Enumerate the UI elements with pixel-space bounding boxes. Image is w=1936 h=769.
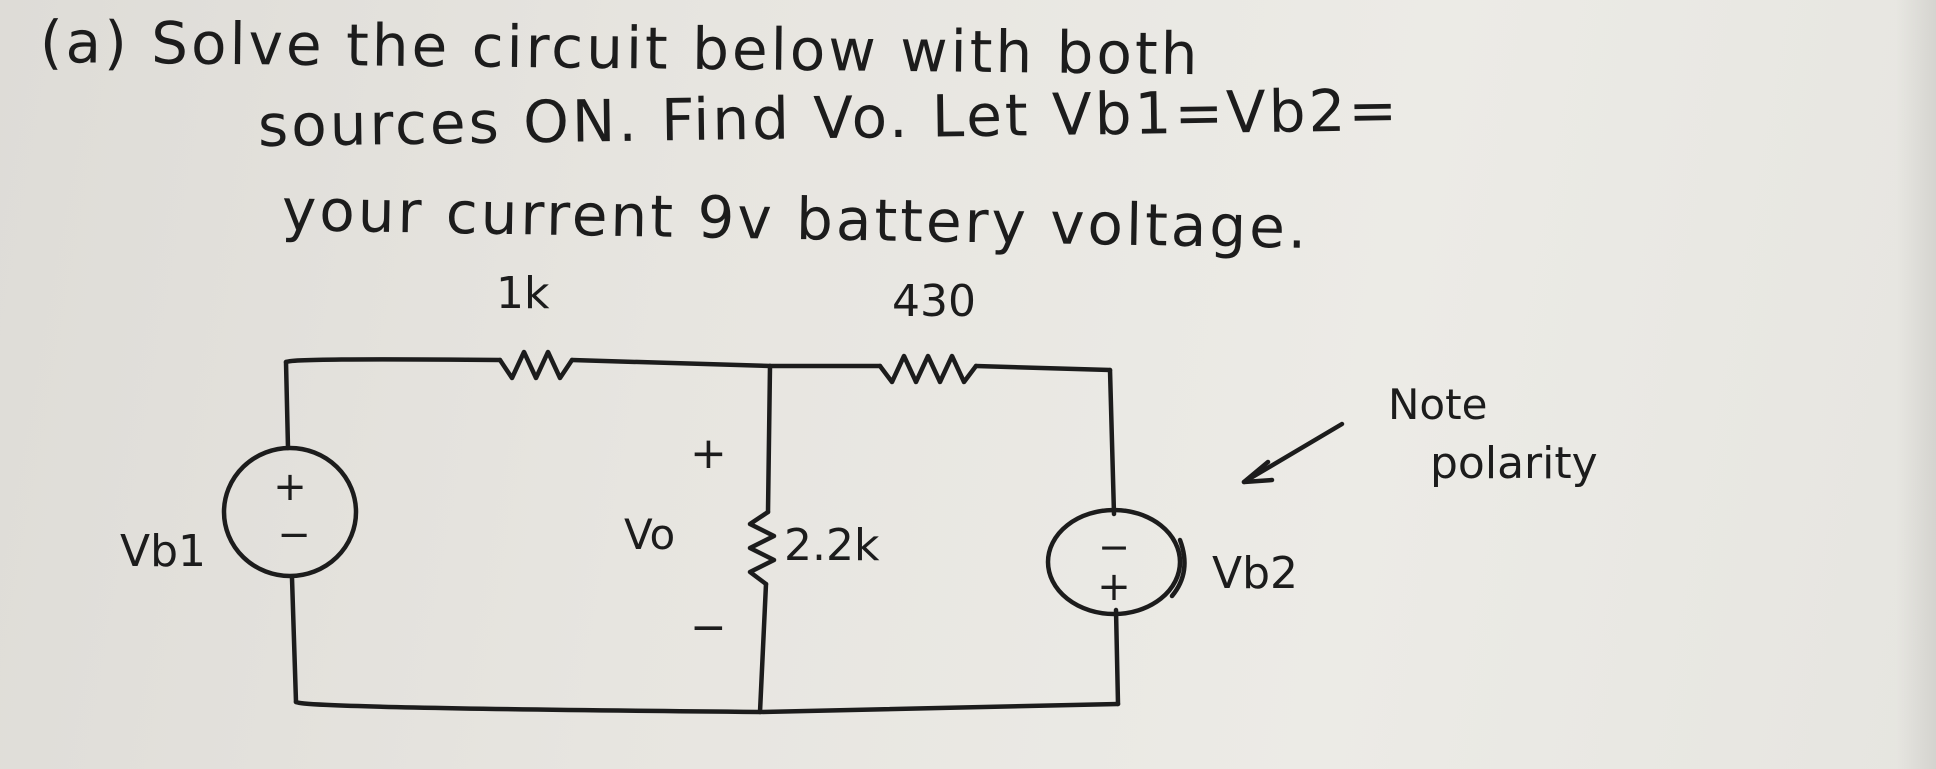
wire-top-mid: [569, 357, 773, 369]
note-line-2: polarity: [1430, 438, 1598, 489]
source-2-label: Vb2: [1212, 548, 1299, 599]
resistor-430-label: 430: [892, 276, 976, 327]
note-arrow-shaft: [1241, 421, 1345, 485]
source-2-plus: +: [1097, 564, 1131, 610]
output-voltage-label: Vo: [624, 510, 676, 559]
source-2-circle: [1045, 507, 1183, 617]
wire-mid-top: [765, 363, 773, 515]
source-1-minus: −: [277, 512, 311, 558]
resistor-430: [877, 353, 979, 385]
resistor-2k2: [747, 509, 777, 587]
page-edge-shadow: [1896, 0, 1936, 769]
wire-right-bottom: [1113, 607, 1121, 707]
output-plus-sign: +: [690, 428, 727, 479]
wire-top-right: [973, 363, 1113, 373]
resistor-1k-label: 1k: [496, 268, 550, 319]
wire-left-top: [283, 359, 291, 451]
resistor-2k2-label: 2.2k: [784, 520, 880, 571]
note-line-1: Note: [1388, 380, 1488, 429]
wire-right-top: [1107, 367, 1117, 517]
resistor-1k: [497, 349, 575, 381]
output-minus-sign: −: [690, 602, 727, 653]
source-2-right-stroke: [1169, 537, 1187, 599]
source-1-plus: +: [273, 464, 307, 510]
wire-mid-bottom: [757, 581, 769, 715]
wire-left-bottom: [289, 575, 299, 705]
source-1-label: Vb1: [120, 526, 207, 577]
wire-top-left: [283, 357, 503, 365]
source-1-circle: [221, 445, 359, 579]
wire-bottom: [293, 699, 1121, 715]
source-2-minus: −: [1098, 525, 1130, 569]
note-arrow-head: [1241, 459, 1275, 485]
